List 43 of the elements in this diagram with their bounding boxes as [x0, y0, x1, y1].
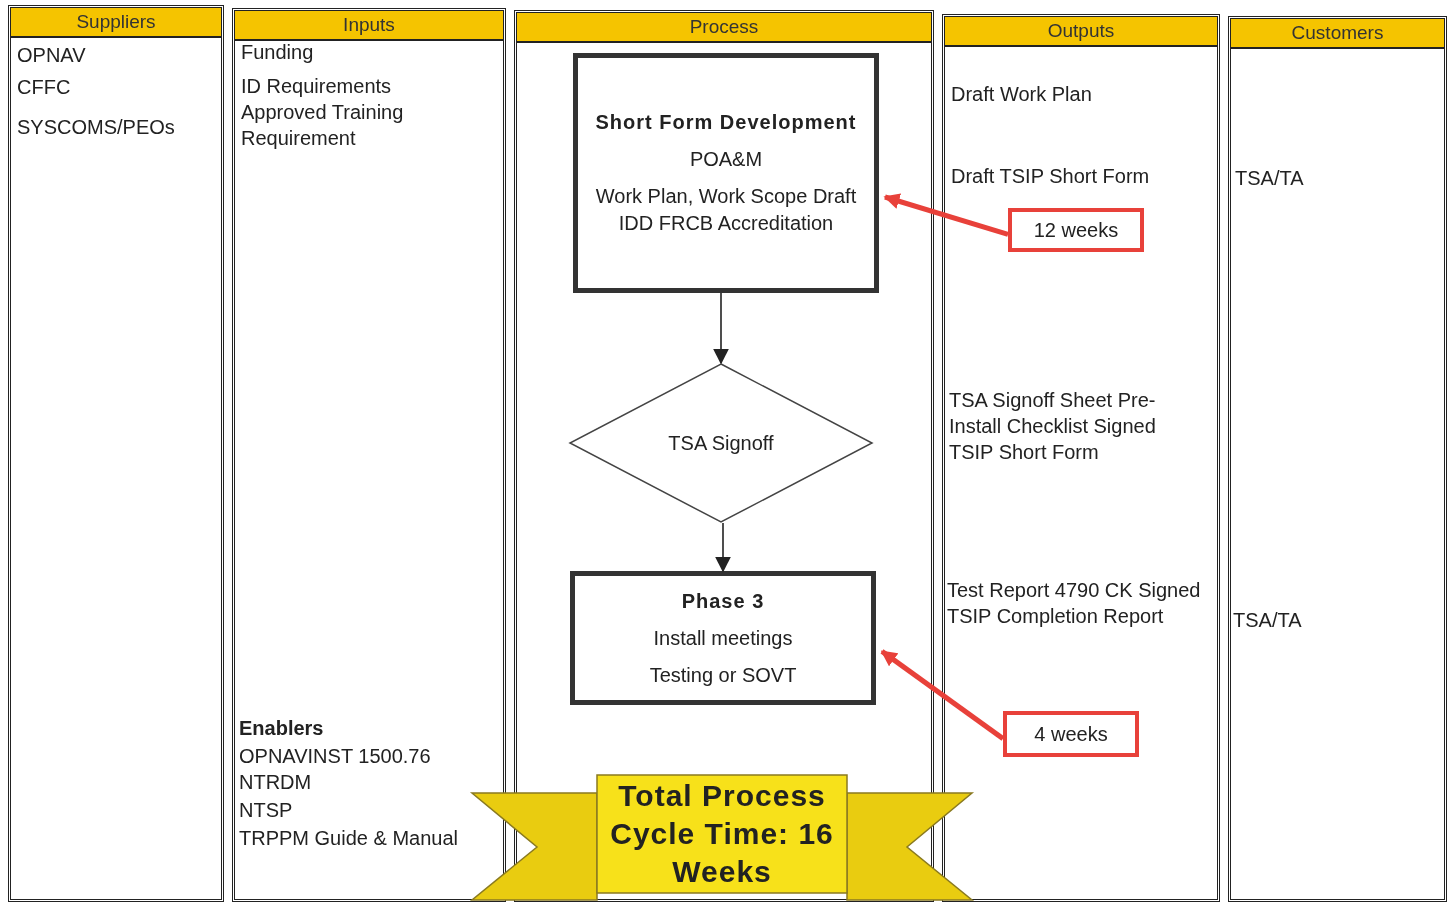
- list-item: ID Requirements: [241, 74, 392, 99]
- list-item: TSA/TA: [1233, 608, 1302, 633]
- box-text: Testing or SOVT: [649, 662, 797, 688]
- box-text: Phase 3: [681, 588, 765, 614]
- list-item: TSA Signoff Sheet Pre-Install Checklist Signed TSIP Short Form: [949, 388, 1157, 465]
- list-item: OPNAV: [17, 43, 86, 68]
- section-heading: Enablers: [239, 716, 324, 741]
- process-box: [573, 53, 879, 293]
- list-item: SYSCOMS/PEOs: [17, 115, 175, 140]
- column-header: Suppliers: [11, 8, 221, 38]
- decision-diamond: [569, 363, 873, 523]
- process-box: [570, 571, 876, 705]
- list-item: TRPPM Guide & Manual: [239, 826, 458, 851]
- list-item: Funding: [241, 40, 314, 65]
- column-panel: [942, 14, 1220, 902]
- list-item: Test Report 4790 CK Signed TSIP Completion Report: [947, 578, 1202, 629]
- list-item: CFFC: [17, 75, 71, 100]
- column-header: Process: [517, 13, 931, 43]
- box-text: POA&M: [689, 147, 763, 172]
- arrow: [715, 522, 731, 573]
- list-item: Approved Training Requirement: [241, 100, 405, 151]
- list-item: Draft Work Plan: [951, 82, 1092, 107]
- arrow: [883, 193, 1009, 237]
- column-header: Customers: [1231, 19, 1444, 49]
- column-header: Inputs: [235, 11, 503, 41]
- column-panel: [8, 5, 224, 902]
- list-item: NTRDM: [239, 770, 312, 795]
- duration-box: 4 weeks: [1003, 711, 1139, 757]
- duration-box: 12 weeks: [1008, 208, 1144, 252]
- column-header: Outputs: [945, 17, 1217, 47]
- banner-text: Total Process Cycle Time: 16 Weeks: [609, 778, 835, 890]
- box-text: Work Plan, Work Scope Draft IDD FRCB Accreditation: [594, 184, 858, 236]
- box-text: Install meetings: [653, 625, 793, 651]
- list-item: NTSP: [239, 798, 293, 823]
- column-panel: [232, 8, 506, 902]
- arrow: [880, 649, 1005, 741]
- diamond-text: TSA Signoff: [668, 431, 774, 456]
- list-item: Draft TSIP Short Form: [951, 164, 1150, 189]
- column-panel: [1228, 16, 1447, 902]
- list-item: OPNAVINST 1500.76: [239, 744, 431, 769]
- arrow: [713, 292, 729, 365]
- box-text: Short Form Development: [595, 110, 857, 135]
- list-item: TSA/TA: [1235, 166, 1304, 191]
